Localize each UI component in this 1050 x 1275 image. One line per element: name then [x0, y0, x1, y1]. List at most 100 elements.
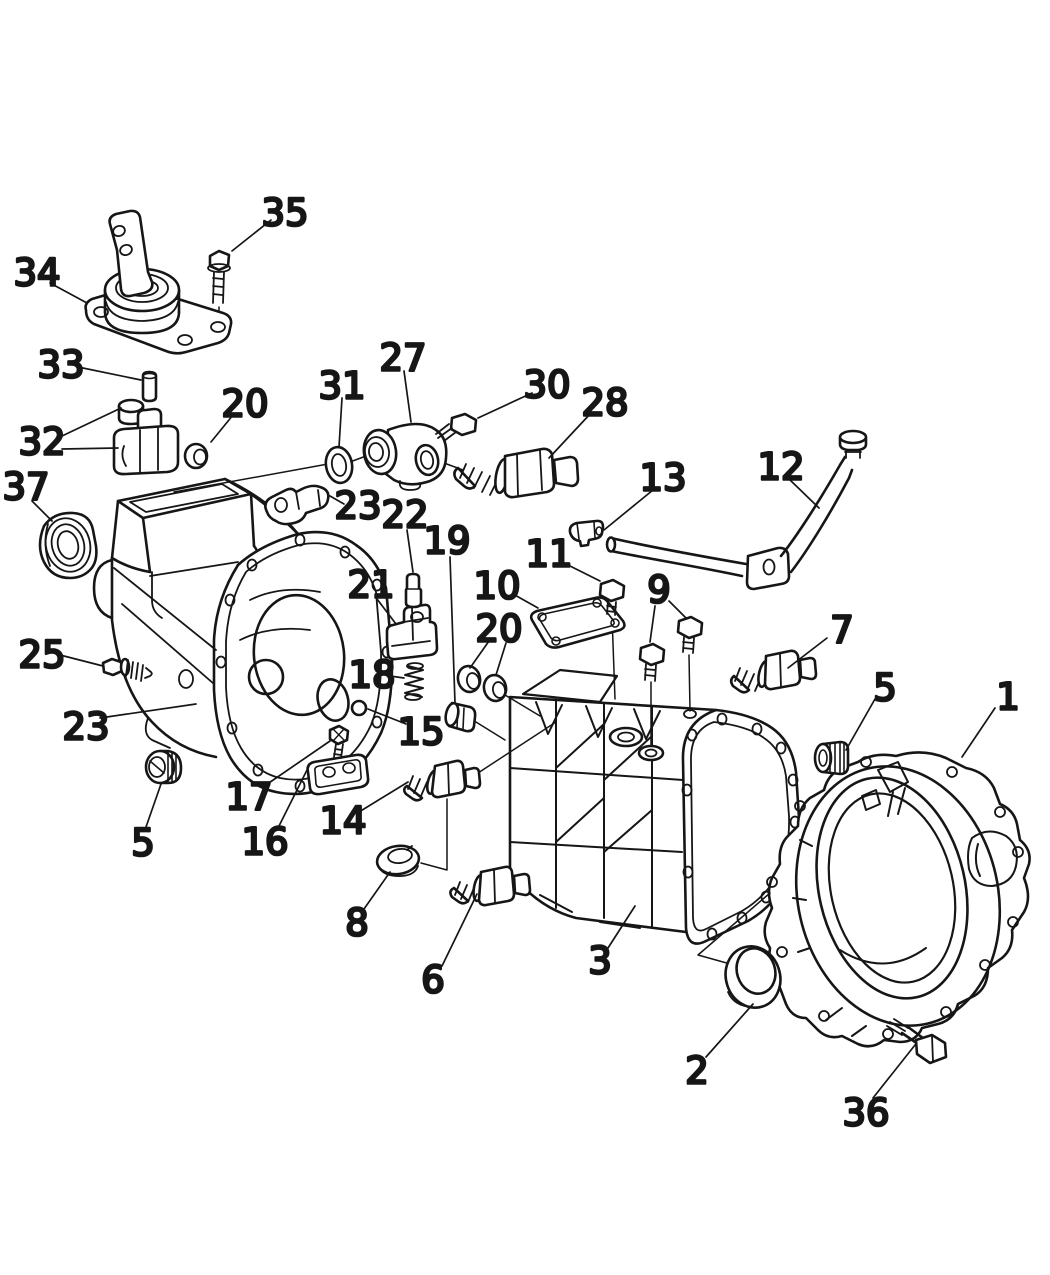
callout-bolt-small: 30 [523, 364, 570, 407]
leader-line-socket-parts [61, 447, 119, 450]
roll-pin [141, 370, 158, 403]
callout-bolt-cover: 11 [525, 533, 572, 576]
washer-8 [375, 844, 421, 877]
sensor-6 [449, 865, 532, 907]
callout-adapter-housing: 23 [62, 706, 109, 749]
case-bolt-9a [638, 642, 666, 682]
leader-line-bolt-bellhousing [872, 1044, 916, 1099]
callout-bolts-top: 9 [647, 569, 671, 612]
leader-line-pin-upper [406, 529, 414, 573]
sensor-14 [402, 759, 482, 802]
leader-line-sensor-lower [441, 893, 478, 967]
small-bolt-30 [435, 412, 478, 442]
socket-cup-parts [112, 398, 180, 476]
callout-bell-housing: 1 [996, 676, 1020, 719]
transmission-case-drawing [508, 668, 801, 945]
leader-line-bracket-upper [329, 495, 345, 505]
pin-22 [404, 572, 423, 609]
leader-line-fitting [59, 654, 104, 667]
bushings-center [456, 664, 508, 703]
callout-layer: 1235567891011121314151617181920202122232… [1, 190, 1021, 1136]
leader-line-plug-left [145, 783, 162, 828]
leader-line-bushings-center [495, 642, 507, 676]
clip-13 [568, 519, 605, 548]
leader-line-adapter-housing [99, 703, 197, 719]
leader-line-detent-ball [367, 708, 407, 725]
lever-bolt [207, 249, 231, 304]
callout-transmission-case: 3 [588, 940, 612, 983]
leader-line-seal-ring [338, 397, 343, 448]
leader-line-spring [389, 675, 405, 679]
leader-line-roll-pin [77, 366, 142, 381]
leader-line-bushing-upper [210, 414, 234, 443]
leader-line-bolts-top [668, 600, 687, 619]
callout-clip: 13 [639, 457, 686, 500]
leader-line-plug-right [845, 698, 876, 751]
callout-bolt-bellhousing: 36 [842, 1092, 889, 1135]
fitting-25 [101, 657, 153, 682]
callout-spring: 18 [348, 654, 395, 697]
sensor-7 [729, 649, 818, 694]
leader-line-bolts-top [649, 605, 656, 643]
plug-19 [444, 701, 477, 733]
callout-sensor-upper-right: 7 [830, 609, 854, 652]
bellhousing-bolt-36 [886, 1018, 948, 1065]
callout-filler-tube: 12 [757, 446, 804, 489]
callout-guide-plate: 16 [241, 821, 288, 864]
callout-shift-lever: 34 [13, 252, 60, 295]
detent-ball-15 [350, 699, 368, 717]
callout-seal-ring: 31 [318, 365, 365, 408]
leader-line-rear-seal [705, 1003, 754, 1058]
leader-line-transmission-case [607, 905, 636, 949]
shift-lever-assembly [84, 209, 233, 355]
callout-plug-left: 5 [131, 822, 155, 865]
leader-line-bolt-cover [563, 562, 601, 582]
callout-bolt-lever: 35 [261, 192, 308, 235]
leader-line-guide-plate [276, 765, 310, 831]
filler-tube-12 [605, 429, 868, 591]
rear-seal-2 [724, 945, 782, 1009]
leader-line-bracket-lower [376, 598, 397, 625]
callout-sensor-mid: 14 [319, 800, 366, 843]
plug-left [144, 749, 183, 785]
bracket-21 [385, 603, 439, 661]
leader-line-bolt-small [477, 392, 533, 419]
upper-bushing [183, 442, 209, 470]
callout-plug-right: 5 [873, 667, 897, 710]
callout-fitting: 25 [18, 634, 65, 677]
cover-bolt-11 [598, 578, 626, 616]
leader-line-washer [363, 871, 391, 910]
upper-bracket [264, 484, 330, 526]
reverse-switch-28 [453, 447, 580, 499]
callout-boot: 37 [2, 466, 49, 509]
callout-plug-pin: 19 [423, 520, 470, 563]
callout-bracket-lower: 21 [347, 564, 394, 607]
case-bolt-9b [676, 615, 704, 654]
leader-line-sensor-upper-right [787, 637, 828, 669]
callout-bushings-center: 20 [475, 608, 522, 651]
shift-boot [38, 511, 98, 580]
leader-line-plug-pin [449, 556, 456, 704]
seal-ring-31 [324, 445, 354, 485]
callout-bushing-upper: 20 [221, 383, 268, 426]
callout-rear-seal: 2 [685, 1050, 709, 1093]
callout-detent-ball: 15 [397, 711, 444, 754]
bell-housing-drawing [763, 751, 1031, 1048]
guide-plate-16 [306, 753, 370, 796]
leader-line-bolt-lever [231, 219, 272, 252]
plug-right [813, 740, 850, 776]
callout-reverse-switch: 28 [581, 382, 628, 425]
callout-shift-housing: 27 [379, 337, 426, 380]
callout-pin-upper: 22 [381, 494, 428, 537]
leader-line-clip [603, 489, 654, 531]
leader-line-bushings-center [469, 640, 490, 669]
leader-line-socket-parts [61, 407, 122, 437]
callout-socket-parts: 32 [18, 421, 65, 464]
leader-line-reverse-switch [548, 412, 592, 459]
callout-screw: 17 [225, 776, 272, 819]
leader-line-shift-housing [403, 370, 412, 423]
callout-washer: 8 [345, 902, 369, 945]
shift-housing-27 [362, 422, 448, 491]
cover-plate-10 [529, 596, 626, 649]
